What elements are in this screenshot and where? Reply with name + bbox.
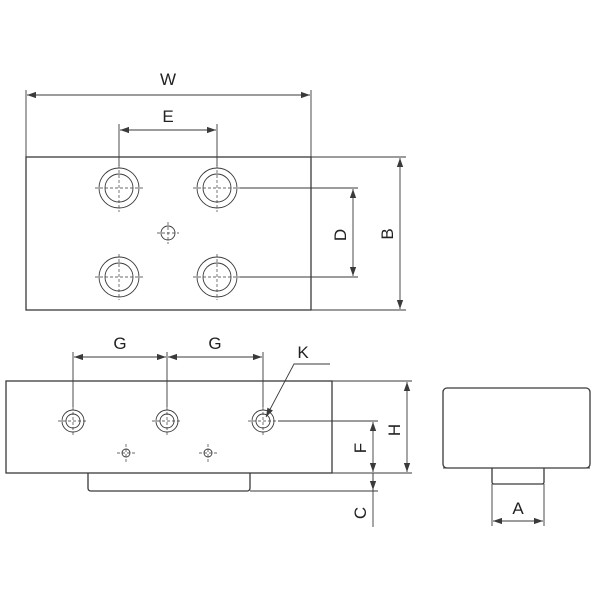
- top-hole-1: [95, 165, 143, 212]
- dimension-h-label: H: [385, 424, 404, 436]
- dimension-c-label: C: [351, 507, 370, 519]
- top-view-plate: [25, 156, 312, 311]
- dimension-e-label: E: [162, 107, 173, 126]
- front-view-tenon: [87, 473, 251, 492]
- dimension-g-label-2: G: [208, 334, 221, 353]
- dimension-f-label: F: [351, 443, 370, 453]
- side-view-body: [442, 387, 591, 469]
- side-view-tenon: [491, 468, 545, 485]
- top-hole-3: [95, 254, 143, 300]
- front-view-body: [5, 380, 333, 474]
- top-hole-4: [193, 254, 241, 300]
- front-hole-1: [58, 407, 88, 435]
- top-view: W E D B: [25, 70, 406, 311]
- top-hole-2: [193, 165, 241, 212]
- dimension-k-leader: [265, 363, 330, 418]
- top-center-pin-hole: [157, 222, 179, 244]
- dimension-w-label: W: [160, 70, 176, 89]
- front-hole-2: [152, 407, 182, 435]
- front-hole-3: [248, 407, 278, 435]
- dimension-g-label-1: G: [113, 334, 126, 353]
- side-view: A: [442, 387, 591, 526]
- dimension-a-label: A: [512, 499, 524, 518]
- dimension-b-label: B: [378, 228, 397, 239]
- front-small-hole-2: [199, 444, 217, 462]
- dimension-d-label: D: [331, 229, 350, 241]
- dimension-k-label: K: [297, 343, 309, 362]
- front-small-hole-1: [117, 444, 135, 462]
- front-view: G G K H F C: [5, 334, 412, 527]
